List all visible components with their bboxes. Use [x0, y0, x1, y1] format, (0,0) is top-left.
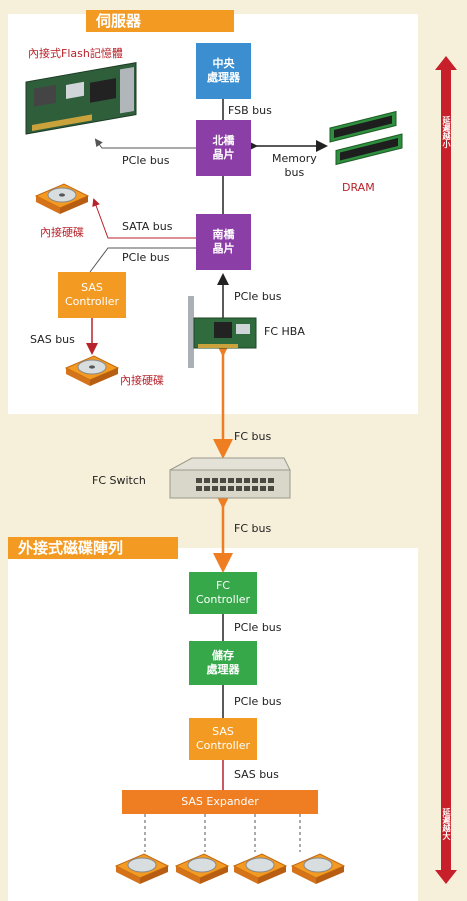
dram-label: DRAM [342, 181, 375, 194]
internal-disk-1-label: 內接硬碟 [40, 226, 84, 239]
sata-bus-label: SATA bus [122, 220, 173, 233]
pcie-bus-label-2: PCIe bus [122, 251, 170, 264]
latency-bottom-label: 延遲越大 [442, 808, 451, 840]
array-title: 外接式磁碟陣列 [8, 537, 178, 559]
array-sas-controller-box: SAS Controller [189, 718, 257, 760]
fsb-bus-label: FSB bus [228, 104, 272, 117]
array-pcie-bus-label-1: PCIe bus [234, 621, 282, 634]
fc-hba-label: FC HBA [264, 325, 305, 338]
fc-bus-label-2: FC bus [234, 522, 272, 535]
sas-expander-box: SAS Expander [122, 790, 318, 814]
fc-switch-label: FC Switch [92, 474, 146, 487]
northbridge-box: 北橋 晶片 [196, 120, 251, 176]
internal-disk-2-label: 內接硬碟 [120, 374, 164, 387]
memory-bus-label: Memory bus [272, 152, 317, 179]
sas-bus-label: SAS bus [30, 333, 75, 346]
southbridge-box: 南橋 晶片 [196, 214, 251, 270]
array-sas-bus-label: SAS bus [234, 768, 279, 781]
latency-top-label: 延遲越小 [442, 116, 451, 148]
storage-processor-box: 儲存 處理器 [189, 641, 257, 685]
fc-controller-box: FC Controller [189, 572, 257, 614]
cpu-box: 中央 處理器 [196, 43, 251, 99]
array-pcie-bus-label-2: PCIe bus [234, 695, 282, 708]
fc-bus-label-1: FC bus [234, 430, 272, 443]
server-title: 伺服器 [86, 10, 234, 32]
pcie-bus-label-1: PCIe bus [122, 154, 170, 167]
sas-controller-box: SAS Controller [58, 272, 126, 318]
pcie-bus-label-3: PCIe bus [234, 290, 282, 303]
flash-label: 內接式Flash記憶體 [28, 47, 123, 60]
